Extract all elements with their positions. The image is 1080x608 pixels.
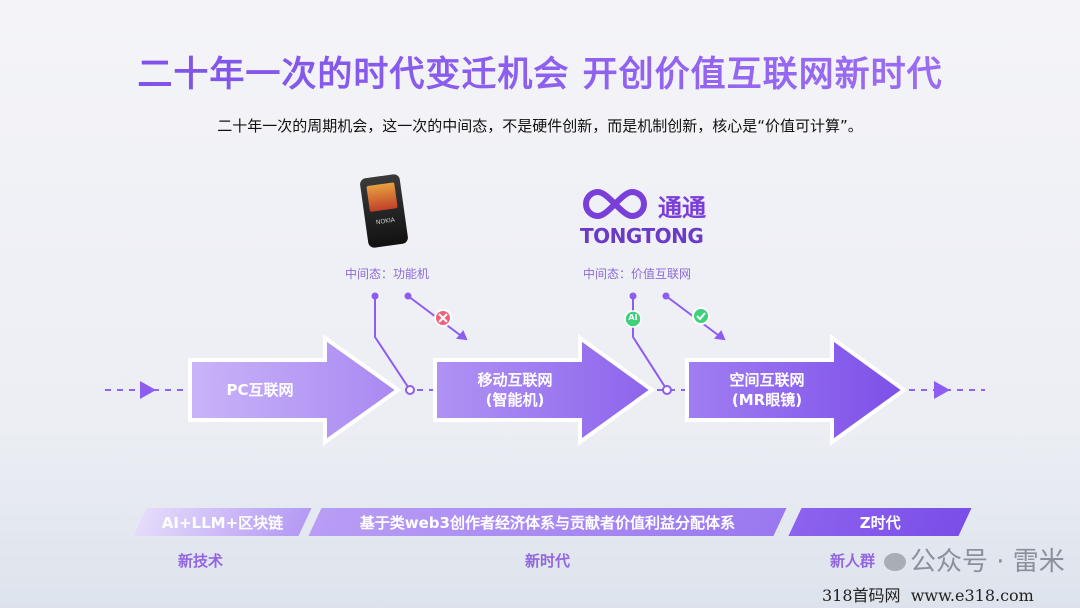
arrow-spatial (685, 334, 908, 446)
tongtong-logo: 通通 TONGTONG (580, 186, 715, 250)
band-new-tech: AI+LLM+区块链 (133, 508, 312, 536)
arrow-label-mobile: 移动互联网(智能机) (477, 371, 553, 409)
arrow-mobile (433, 334, 656, 446)
infinity-logo-icon (583, 188, 647, 220)
ai-badge-icon (624, 310, 642, 328)
band-new-era: 基于类web3创作者经济体系与贡献者价值利益分配体系 (308, 508, 787, 536)
arrow-label-spatial: 空间互联网(MR眼镜) (729, 371, 805, 409)
timeline-end-triangle (934, 381, 950, 399)
success-check-icon (692, 307, 710, 325)
arrow-label-pc: PC互联网 (226, 381, 294, 399)
ai-badge-label: AI (628, 313, 638, 322)
page-title: 二十年一次的时代变迁机会 开创价值互联网新时代 (0, 46, 1080, 97)
label-new-era: 新时代 (525, 552, 571, 570)
label-new-tech: 新技术 (178, 552, 224, 570)
intermediate-label-2: 中间态：价值互联网 (583, 267, 692, 281)
wechat-icon (884, 553, 906, 571)
error-x-icon (434, 309, 452, 327)
band-gen-z: Z时代 (788, 508, 972, 536)
timeline-start-triangle (140, 381, 156, 399)
label-new-people: 新人群 (830, 552, 876, 570)
watermark-wechat: 公众号 · 雷米 (910, 547, 1065, 577)
subtitle: 二十年一次的周期机会，这一次的中间态，不是硬件创新，而是机制创新，核心是“价值可… (217, 117, 863, 135)
watermark-site: 318首码网 www.e318.com (822, 586, 1034, 605)
intermediate-label-1: 中间态：功能机 (345, 267, 430, 281)
arrow-pc (188, 334, 402, 446)
